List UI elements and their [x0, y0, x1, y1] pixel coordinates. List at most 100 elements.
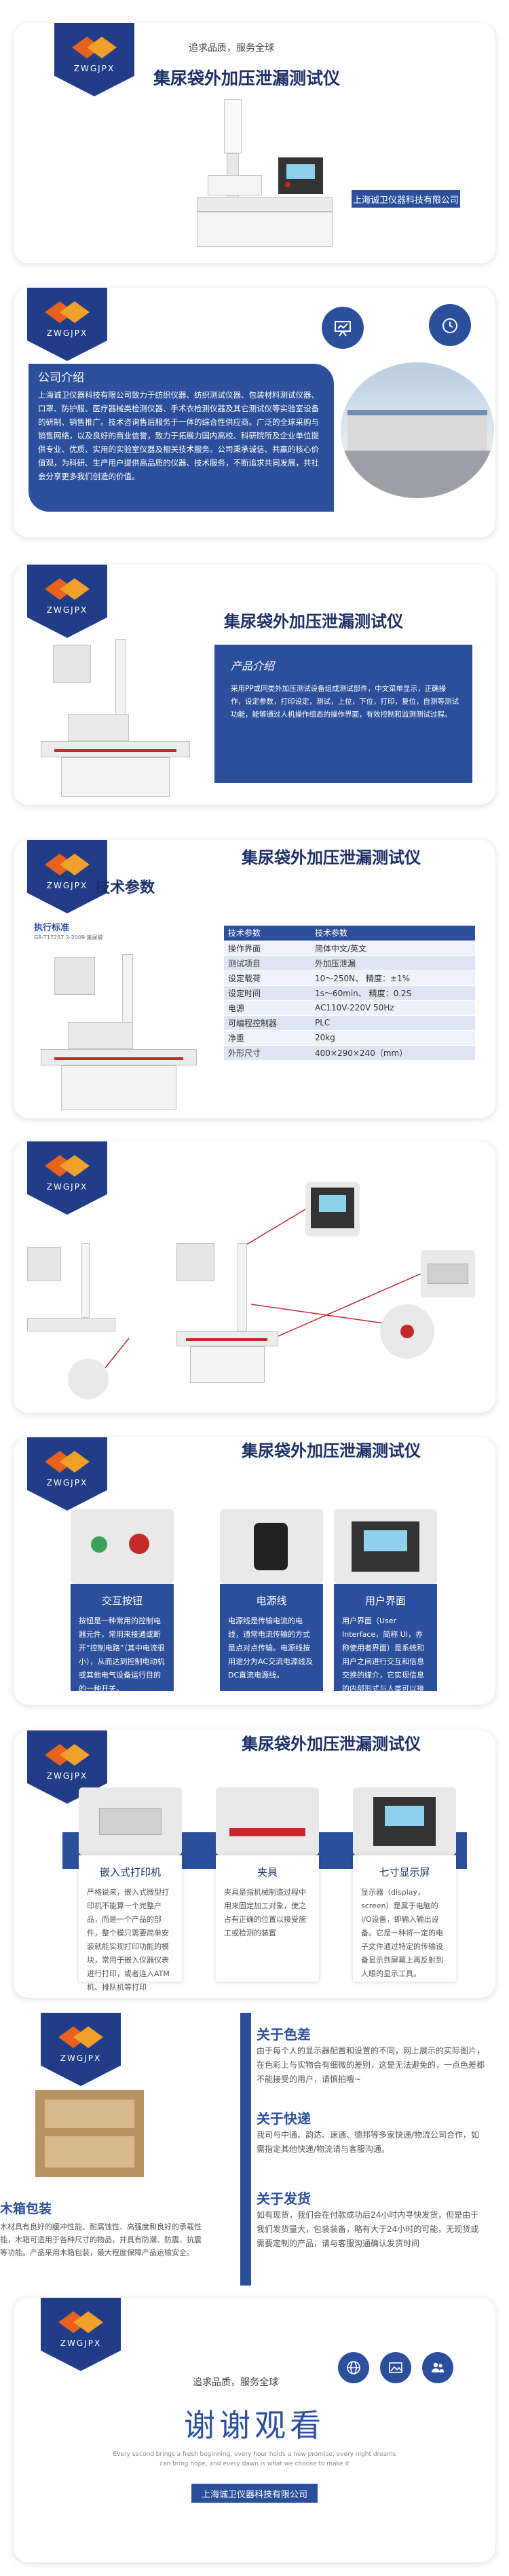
- logo-text: ZWGJPX: [46, 881, 88, 890]
- feature-title: 七寸显示屏: [379, 1866, 430, 1878]
- hero-section: ZWGJPX 追求品质，服务全球 集尿袋外加压泄漏测试仪 上海诚卫仪器科技有限公…: [0, 0, 509, 280]
- shipping-title: 关于发货: [257, 2191, 311, 2207]
- logo-text: ZWGJPX: [46, 1478, 88, 1488]
- product-intro-title: 产品介绍: [231, 661, 275, 673]
- logo-text: ZWGJPX: [46, 605, 88, 615]
- features2-section: ZWGJPX 集尿袋外加压泄漏测试仪 嵌入式打印机严格说来，嵌入式微型打印机不能…: [0, 1720, 509, 2013]
- feature-card: 交互按钮按钮是一种常用的控制电器元件，常用来接通或断开“控制电路”（其中电流很小…: [71, 1584, 174, 1693]
- intro-title: 公司介绍: [38, 371, 84, 385]
- thanks-title: 谢谢观看: [184, 2408, 325, 2443]
- logo-text: ZWGJPX: [46, 1771, 88, 1781]
- logo-text: ZWGJPX: [46, 1182, 88, 1192]
- logo-mark-icon: [58, 2311, 103, 2333]
- slogan: 追求品质，服务全球: [193, 2378, 278, 2388]
- company-section: ZWGJPX 公司介绍 上海诚卫仪器科技有限公司致力于纺织仪器、纺织测试仪器、包…: [0, 280, 509, 551]
- globe-icon: [347, 2361, 360, 2374]
- feature-text: 严格说来，嵌入式微型打印机不能算一个完整产品，而是一个产品的部件，整个模只需要简…: [87, 1888, 170, 1992]
- logo-text: ZWGJPX: [60, 2053, 102, 2063]
- product-title: 集尿袋外加压泄漏测试仪: [153, 69, 341, 88]
- service-section: ZWGJPX 木箱包装 木材具有良好的缓冲性能、耐腐蚀性、高强度和良好的承载性能…: [0, 2013, 509, 2292]
- logo-text: ZWGJPX: [46, 328, 88, 338]
- feature-text: 夹具是指机械制造过程中用来固定加工对象，使之占有正确的位置以接受施工或检测的装置: [224, 1888, 306, 1937]
- detail-card: ZWGJPX: [14, 1141, 495, 1413]
- delivery-title: 关于快递: [257, 2110, 311, 2127]
- presentation-icon: [335, 321, 351, 337]
- section-title: 集尿袋外加压泄漏测试仪: [242, 1441, 421, 1460]
- company-card: ZWGJPX 公司介绍 上海诚卫仪器科技有限公司致力于纺织仪器、纺织测试仪器、包…: [14, 288, 495, 537]
- spec-row: 操作界面简体中文/英文: [224, 941, 475, 956]
- feature-clamp-image: [216, 1787, 319, 1855]
- packing-text: 木材具有良好的缓冲性能、耐腐蚀性、高强度和良好的承载性能，木箱可适用于各种尺寸的…: [0, 2222, 202, 2257]
- feature-title: 夹具: [257, 1866, 278, 1878]
- color-title: 关于色差: [257, 2026, 311, 2043]
- presentation-icon-button: [322, 307, 364, 349]
- feature-title: 用户界面: [364, 1595, 406, 1607]
- service-divider-bar: [240, 2013, 251, 2286]
- brand-logo: ZWGJPX: [27, 565, 107, 638]
- machine-side-photo: [27, 1243, 122, 1338]
- tech-card: ZWGJPX 集尿袋外加压泄漏测试仪 技术参数 执行标准 GB-T17257.2…: [14, 840, 495, 1118]
- logo-mark-icon: [45, 1451, 90, 1473]
- thanks-section: ZWGJPX 追求品质，服务全球 谢谢观看 Every second bring…: [0, 2292, 509, 2576]
- product-intro-panel: 产品介绍 采用PP或同类外加压测试设备组成测试部件，中文菜单显示，正确操作，设定…: [214, 645, 472, 783]
- feature-card: 用户界面用户界面（User Interface，简称 UI，亦称使用者界面）是系…: [334, 1584, 437, 1705]
- brand-logo: ZWGJPX: [27, 288, 107, 361]
- company-name-badge: 上海诚卫仪器科技有限公司: [191, 2484, 318, 2503]
- brand-logo: ZWGJPX: [27, 1730, 107, 1804]
- section-title: 集尿袋外加压泄漏测试仪: [224, 612, 403, 631]
- hero-card: ZWGJPX 追求品质，服务全球 集尿袋外加压泄漏测试仪 上海诚卫仪器科技有限公…: [14, 23, 495, 263]
- brand-logo: ZWGJPX: [41, 2013, 121, 2086]
- factory-photo: [341, 362, 494, 498]
- features2-card: ZWGJPX 集尿袋外加压泄漏测试仪 嵌入式打印机严格说来，嵌入式微型打印机不能…: [14, 1730, 495, 1998]
- logo-mark-icon: [45, 301, 90, 323]
- feature-title: 交互按钮: [101, 1595, 143, 1607]
- section-title: 集尿袋外加压泄漏测试仪: [242, 848, 421, 867]
- feature-title: 嵌入式打印机: [99, 1866, 161, 1878]
- packing-column: ZWGJPX 木箱包装 木材具有良好的缓冲性能、耐腐蚀性、高强度和良好的承载性能…: [0, 2013, 210, 2286]
- feature-text: 用户界面（User Interface，简称 UI，亦称使用者界面）是系统和用户…: [342, 1616, 424, 1705]
- feature-screen-image: [353, 1787, 456, 1855]
- brand-logo: ZWGJPX: [27, 1437, 107, 1511]
- product-intro-text: 采用PP或同类外加压测试设备组成测试部件，中文菜单显示，正确操作，设定参数，打印…: [231, 685, 459, 719]
- logo-mark-icon: [45, 1744, 90, 1766]
- company-name-badge: 上海诚卫仪器科技有限公司: [352, 190, 460, 208]
- feature-text: 显示器（display，screen）是属于电脑的I/O设备，即输入输出设备。它…: [361, 1888, 443, 1978]
- button-closeup: [380, 1304, 434, 1359]
- globe-icon-button: [338, 2352, 369, 2383]
- product-intro-section: ZWGJPX 集尿袋外加压泄漏测试仪 产品介绍 采用PP或同类外加压测试设备组成…: [0, 551, 509, 822]
- logo-mark-icon: [45, 854, 90, 875]
- thanks-subtitle: Every second brings a fresh beginning, e…: [113, 2451, 396, 2467]
- feature-text: 按钮是一种常用的控制电器元件，常用来接通或断开“控制电路”（其中电流很小），从而…: [79, 1616, 165, 1693]
- logo-text: ZWGJPX: [73, 64, 115, 73]
- tech-title: 技术参数: [95, 879, 155, 896]
- image-icon-button: [380, 2352, 411, 2383]
- feature-printer-image: [79, 1787, 182, 1855]
- screen-closeup: [305, 1182, 360, 1236]
- machine-front-photo: [176, 1243, 285, 1386]
- spec-row: 测试项目外加压泄漏: [224, 955, 475, 971]
- brand-logo: ZWGJPX: [41, 2298, 121, 2371]
- feature-ui-image: [334, 1509, 437, 1584]
- logo-mark-icon: [45, 578, 90, 600]
- section-title: 集尿袋外加压泄漏测试仪: [242, 1735, 421, 1754]
- people-icon: [432, 2362, 444, 2372]
- feature-text: 电源线是传输电流的电线，通常电流传输的方式是点对点传输。电源线按用途分为AC交流…: [228, 1616, 314, 1680]
- feature-card: 七寸显示屏显示器（display，screen）是属于电脑的I/O设备，即输入输…: [353, 1855, 456, 1982]
- standard-title: 执行标准: [34, 923, 70, 933]
- detail-section: ZWGJPX: [0, 1135, 509, 1426]
- slogan: 追求品质，服务全球: [189, 43, 274, 54]
- printer-closeup: [421, 1250, 475, 1298]
- machine-photo: [41, 639, 197, 799]
- clamp-closeup: [68, 1359, 109, 1399]
- machine-photo: [183, 95, 353, 258]
- clock-icon-button: [429, 304, 471, 346]
- feature-title: 电源线: [256, 1595, 287, 1607]
- logo-text: ZWGJPX: [60, 2338, 102, 2348]
- spec-header-row: 技术参数技术参数: [224, 926, 475, 941]
